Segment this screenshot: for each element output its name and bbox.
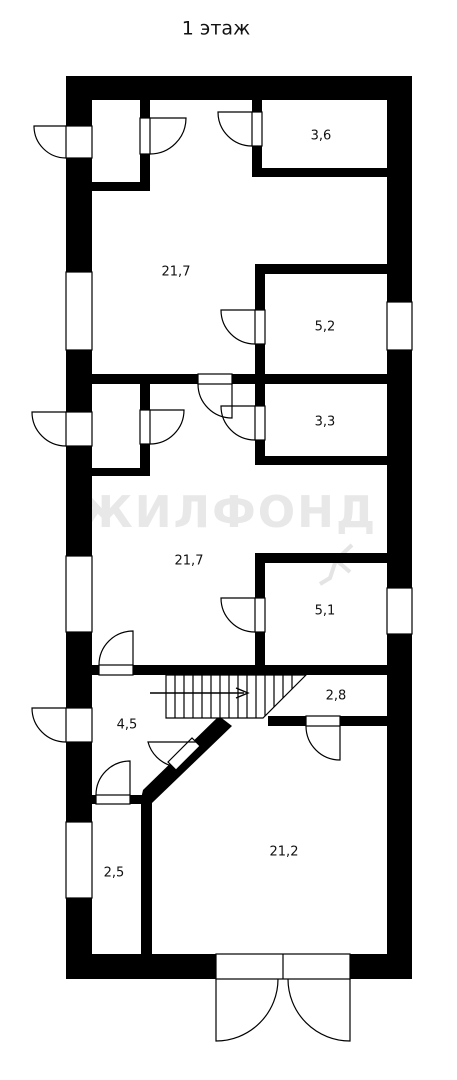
- room-area-label: 2,5: [104, 866, 125, 881]
- window-left-middle: [65, 555, 93, 633]
- door-swing-left-top: [33, 125, 67, 159]
- room-area-label: 2,8: [326, 689, 347, 704]
- watermark-logo-icon: [318, 543, 354, 586]
- door-opening-left-top: [65, 125, 93, 159]
- room-area-label: 5,1: [315, 604, 336, 619]
- room-area-label: 21,2: [270, 845, 299, 860]
- room-area-label: 21,7: [175, 554, 204, 569]
- watermark-text: ЖИЛФОНД: [79, 487, 377, 538]
- room-labels: 3,6 21,7 5,2 3,3 21,7 5,1 2,8 4,5 21,2 2…: [104, 129, 347, 881]
- room-area-label: 21,7: [162, 265, 191, 280]
- window-right-upper: [386, 301, 413, 351]
- staircase: [150, 674, 308, 719]
- plan-title: 1 этаж: [182, 18, 250, 40]
- window-right-lower: [386, 587, 413, 635]
- room-area-label: 3,6: [311, 129, 332, 144]
- room-area-label: 4,5: [117, 718, 138, 733]
- window-left-upper: [65, 271, 93, 351]
- room-area-label: 5,2: [315, 320, 336, 335]
- window-left-lower: [65, 821, 93, 899]
- windows: [65, 271, 413, 899]
- stair-arrow-icon: [235, 687, 250, 699]
- room-area-label: 3,3: [315, 415, 336, 430]
- doors: [31, 111, 351, 1042]
